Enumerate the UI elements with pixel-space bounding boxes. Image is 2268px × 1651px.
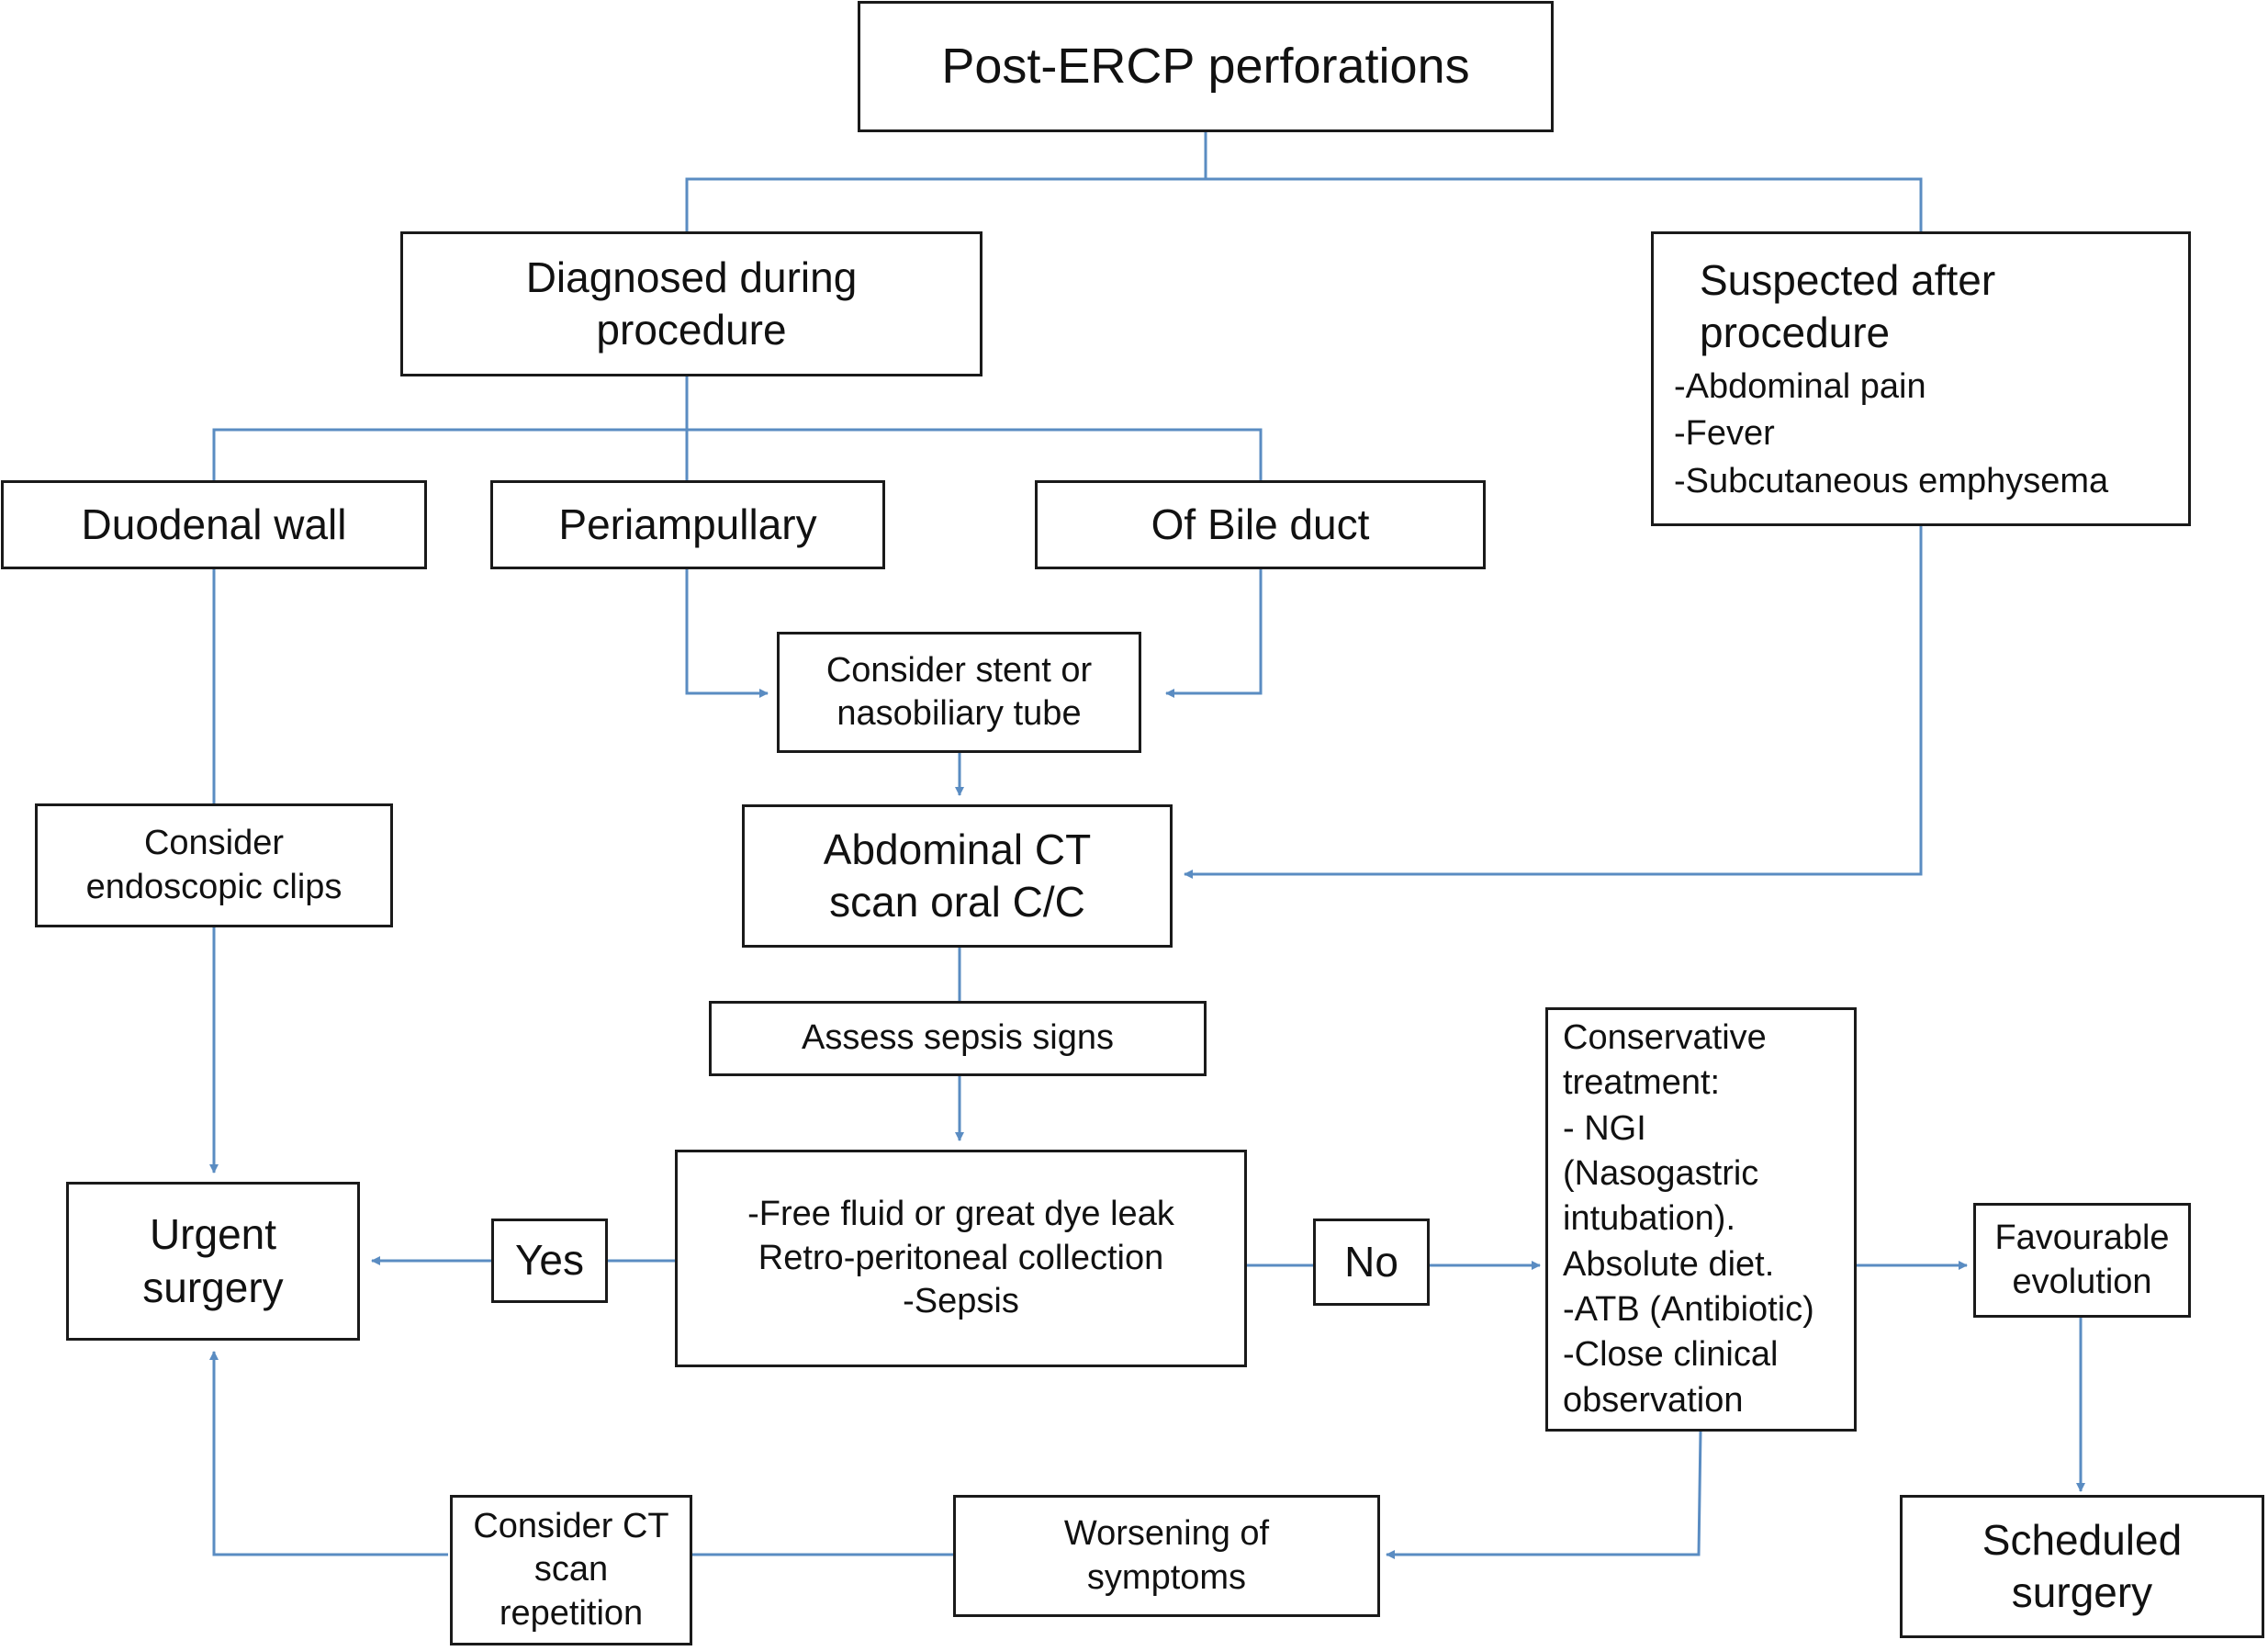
urgent-line-1: Urgent [149,1210,277,1258]
worsening-line-1: Worsening of [1063,1514,1270,1553]
arrow-repeat-ct-to-urgent [209,1351,448,1556]
connector-title-branches [685,132,1207,231]
repeat-ct-line-1: Consider CT [473,1506,669,1545]
favourable-evolution-box: Favourable evolution [1973,1203,2191,1318]
periampullary-box: Periampullary [490,480,885,569]
criteria-line-1: -Free fluid or great dye leak [747,1195,1174,1234]
duodenal-label: Duodenal wall [81,500,347,548]
no-label: No [1344,1237,1398,1286]
repeat-ct-line-3: repetition [499,1593,644,1633]
title-line: Post-ERCP perforations [941,38,1470,94]
favourable-line-2: evolution [2012,1262,2152,1301]
assess-sepsis-box: Assess sepsis signs [709,1001,1207,1076]
conservative-line-3: - NGI [1563,1108,1646,1148]
suspected-heading-line-1: Suspected after [1700,255,1996,304]
conservative-line-4: (Nasogastric [1563,1153,1759,1193]
criteria-line-2: Retro-peritoneal collection [758,1238,1164,1277]
conservative-treatment-box: Conservative treatment: - NGI (Nasogastr… [1545,1007,1857,1432]
arrow-conservative-to-worsening [1386,1431,1702,1559]
connector-diagnosed-to-duodenal [212,428,687,480]
conservative-line-1: Conservative [1563,1017,1767,1057]
conservative-line-8: -Close clinical [1563,1335,1779,1375]
arrow-bileduct-to-stent [1165,569,1263,698]
scheduled-line-1: Scheduled [1982,1515,2183,1564]
scheduled-line-2: surgery [2011,1568,2153,1616]
arrow-suspected-to-ct [1184,526,1923,879]
diagnosed-line-2: procedure [596,306,787,354]
arrow-periampullary-to-stent [685,569,769,698]
diagnosed-line-1: Diagnosed during [525,253,858,301]
assess-sepsis-label: Assess sepsis signs [801,1018,1114,1058]
conservative-line-2: treatment: [1563,1063,1721,1103]
endoscopic-clips-box: Consider endoscopic clips [35,803,393,927]
connector-title-to-suspected [1206,177,1923,231]
ct-line-2: scan oral C/C [829,878,1085,926]
diagnosed-during-procedure-box: Diagnosed during procedure [400,231,982,376]
symptom-abdominal-pain: -Abdominal pain [1674,366,1926,406]
suspected-heading-line-2: procedure [1700,309,1891,357]
periampullary-label: Periampullary [558,500,817,548]
criteria-line-3: -Sepsis [903,1282,1019,1321]
conservative-line-7: -ATB (Antibiotic) [1563,1290,1814,1330]
no-box: No [1313,1219,1430,1306]
consider-stent-box: Consider stent or nasobiliary tube [777,632,1141,753]
connector-diagnosed-to-bileduct [687,428,1263,480]
conservative-line-5: intubation). [1563,1199,1736,1239]
urgent-line-2: surgery [142,1263,284,1311]
conservative-line-9: observation [1563,1380,1744,1420]
stent-line-2: nasobiliary tube [836,694,1082,733]
worsening-symptoms-box: Worsening of symptoms [953,1495,1380,1617]
scheduled-surgery-box: Scheduled surgery [1900,1495,2264,1638]
duodenal-wall-box: Duodenal wall [1,480,427,569]
symptom-subcutaneous-emphysema: -Subcutaneous emphysema [1674,461,2109,500]
repeat-ct-box: Consider CT scan repetition [450,1495,692,1645]
urgent-surgery-box: Urgent surgery [66,1182,360,1341]
clips-line-1: Consider [143,824,285,862]
criteria-box: -Free fluid or great dye leak Retro-peri… [675,1150,1247,1367]
conservative-line-6: Absolute diet. [1563,1244,1775,1284]
symptom-fever: -Fever [1674,414,1775,454]
worsening-line-2: symptoms [1086,1557,1247,1597]
suspected-after-procedure-box: Suspected after procedure -Abdominal pai… [1651,231,2191,526]
bile-duct-box: Of Bile duct [1035,480,1486,569]
bile-duct-label: Of Bile duct [1151,500,1370,548]
favourable-line-1: Favourable [1994,1219,2170,1257]
yes-box: Yes [491,1219,608,1303]
yes-label: Yes [514,1236,585,1285]
repeat-ct-line-2: scan [533,1550,609,1589]
clips-line-2: endoscopic clips [85,867,342,906]
stent-line-1: Consider stent or [825,650,1093,690]
title-box: Post-ERCP perforations [858,1,1554,132]
ct-line-1: Abdominal CT [823,825,1092,873]
abdominal-ct-box: Abdominal CT scan oral C/C [742,804,1173,948]
